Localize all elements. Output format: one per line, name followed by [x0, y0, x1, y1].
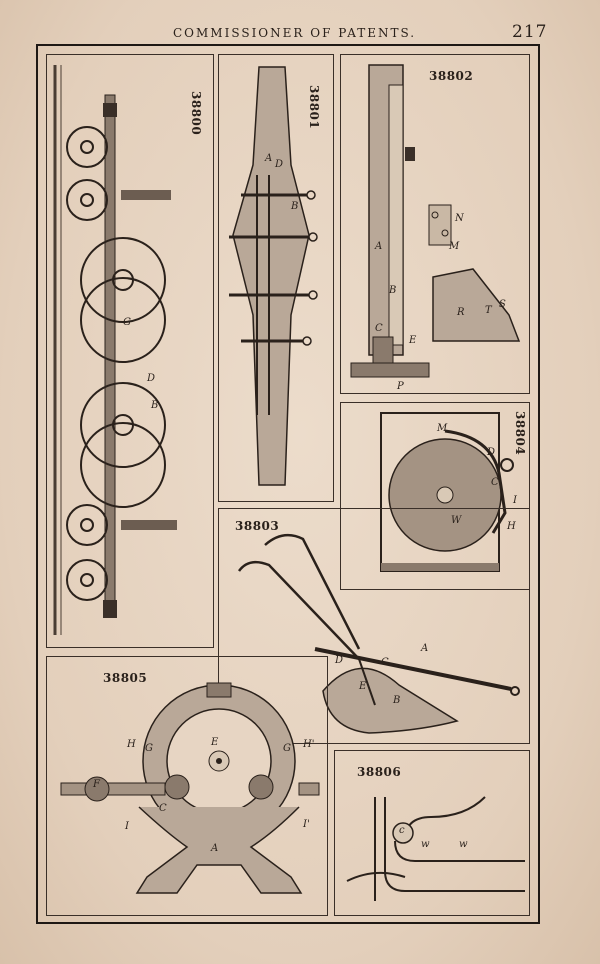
figure-38802-drawing: [350, 64, 521, 378]
figure-38802-panel: 38802 A B C E P N M R T S: [340, 54, 530, 394]
figure-38804-drawing: [380, 412, 514, 572]
figure-38803-letter-b: B: [393, 695, 401, 706]
figure-38806-letter-w: w: [421, 839, 430, 850]
figure-38804-letter-w: W: [451, 515, 462, 526]
figure-38801-panel: 38801 A D B: [218, 54, 334, 502]
figure-38805-panel: 38805 H G E G H' F C I I' A: [46, 656, 328, 916]
figure-38801-letter-a: A: [265, 153, 273, 164]
figure-38802-letter-s: S: [499, 299, 506, 310]
figure-38805-letter-a: A: [211, 843, 219, 854]
figure-38802-letter-e: E: [409, 335, 417, 346]
figure-38805-letter-e: E: [211, 737, 219, 748]
figure-38806-number: 38806: [357, 765, 402, 779]
figure-38803-letter-d: D: [335, 655, 344, 666]
figure-38804-letter-m: M: [437, 423, 448, 434]
figure-38804-letter-h: H: [507, 521, 516, 532]
figure-38802-letter-m: M: [449, 241, 460, 252]
figure-38804-number: 38804: [513, 411, 527, 456]
figure-38802-number: 38802: [429, 69, 474, 83]
figure-38801-number: 38801: [307, 85, 321, 130]
figure-38803-letter-a: A: [421, 643, 429, 654]
figure-plate: 38800 G D B 38801: [36, 44, 540, 924]
page-header: COMMISSIONER OF PATENTS. 217: [0, 20, 600, 50]
figure-38806-letter-c: c: [399, 825, 405, 836]
figure-38800-letter-d: D: [147, 373, 156, 384]
figure-38805-letter-c: C: [159, 803, 167, 814]
figure-38800-drawing: [53, 65, 177, 635]
figure-38803-panel: 38803 A C D E B: [218, 508, 530, 744]
figure-38800-letter-b: B: [151, 400, 159, 411]
figure-38805-drawing: [60, 682, 320, 894]
figure-38801-letter-b: B: [291, 201, 299, 212]
figure-38803-number: 38803: [235, 519, 280, 533]
figure-38805-letter-f: F: [93, 779, 100, 790]
figure-38806-drawing: [346, 796, 525, 901]
figure-38800-letter-g: G: [123, 317, 131, 328]
running-title: COMMISSIONER OF PATENTS.: [173, 26, 417, 40]
figure-38802-letter-p: P: [397, 381, 404, 392]
figure-38806-panel: 38806 c w w: [334, 750, 530, 916]
figure-38805-letter-h: H: [127, 739, 136, 750]
page-number: 217: [512, 22, 548, 42]
figure-38802-letter-n: N: [455, 213, 464, 224]
figure-38804-panel: 38804 M D C I H W: [340, 402, 530, 590]
figure-38800-number: 38800: [189, 91, 203, 136]
figure-38801-letter-d: D: [275, 159, 284, 170]
figure-38801-drawing: [229, 66, 318, 486]
figure-38802-letter-b: B: [389, 285, 397, 296]
figure-38804-letter-i: I: [513, 495, 517, 506]
figure-38800-panel: 38800 G D B: [46, 54, 214, 648]
figure-38805-letter-i: I: [125, 821, 129, 832]
figure-38805-letter-h-prime: H': [303, 739, 315, 750]
figure-38803-drawing: [237, 533, 520, 734]
figure-38804-letter-c: C: [491, 477, 499, 488]
figure-38805-letter-g-right: G: [283, 743, 291, 754]
figure-38804-letter-d: D: [487, 447, 496, 458]
figure-38803-letter-e: E: [359, 681, 367, 692]
figure-38802-letter-r: R: [457, 307, 465, 318]
figure-38802-letter-c: C: [375, 323, 383, 334]
figure-38802-letter-t: T: [485, 305, 492, 316]
figure-38803-letter-c: C: [381, 657, 389, 668]
figure-38805-letter-i-prime: I': [303, 819, 310, 830]
figure-38805-letter-g: G: [145, 743, 153, 754]
figure-38805-number: 38805: [103, 671, 148, 685]
figure-38802-letter-a: A: [375, 241, 383, 252]
figure-38806-letter-w-right: w: [459, 839, 468, 850]
